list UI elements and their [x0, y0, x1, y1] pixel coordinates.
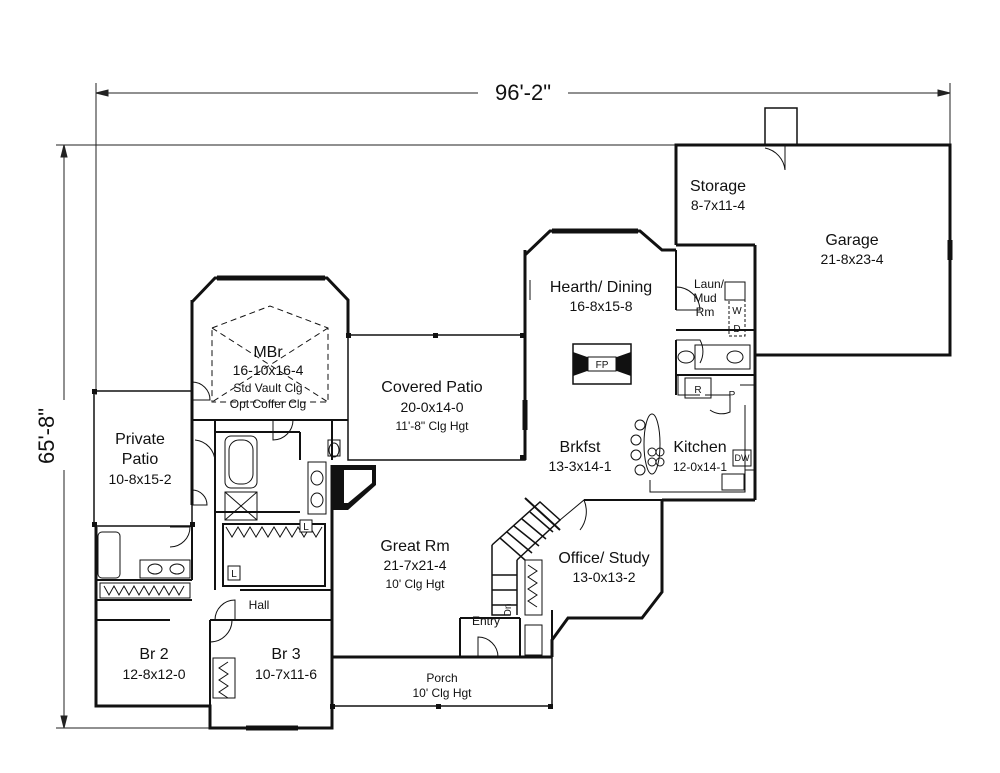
entry-name: Entry: [472, 614, 500, 628]
linen-closet-2: [227, 565, 241, 581]
stair-down-label: Dn: [503, 604, 514, 617]
linen-label-1: L: [303, 522, 309, 533]
windows: [217, 228, 953, 731]
laundry-name-2: Mud: [693, 291, 716, 305]
laundry-name-3: Rm: [696, 305, 715, 319]
hearth-dining-size: 16-8x15-8: [569, 298, 632, 314]
pantry-label: P: [729, 390, 736, 401]
office-size: 13-0x13-2: [572, 569, 635, 585]
great-rm-size: 21-7x21-4: [383, 557, 446, 573]
kitchen-counters: [630, 375, 755, 493]
great-rm-note: 10' Clg Hgt: [386, 577, 446, 591]
private-patio-size: 10-8x15-2: [108, 471, 171, 487]
interior-walls: [96, 250, 755, 706]
fireplace-label: FP: [596, 360, 609, 371]
private-patio-name-2: Patio: [122, 451, 159, 468]
kitchen-size: 12-0x14-1: [673, 460, 727, 474]
mbr-note-2: Opt Coffer Clg: [230, 397, 306, 411]
laundry-name-1: Laun/: [694, 277, 725, 291]
br2-size: 12-8x12-0: [122, 666, 185, 682]
storage-size: 8-7x11-4: [691, 197, 745, 213]
hall-name: Hall: [249, 598, 270, 612]
doors: [169, 145, 786, 658]
vault-ceiling-lines: [211, 305, 329, 403]
refrigerator-label: R: [694, 385, 701, 396]
garage-name: Garage: [825, 232, 878, 249]
dimension-lines: [56, 83, 951, 729]
linen-label-2: L: [231, 569, 237, 580]
garage-size: 21-8x23-4: [820, 251, 883, 267]
brkfst-name: Brkfst: [560, 439, 601, 456]
br2-name: Br 2: [139, 646, 168, 663]
overall-width-label: 96'-2": [495, 80, 551, 105]
linen-closet-1: [299, 519, 313, 533]
closets: [99, 523, 543, 699]
covered-patio-note: 11'-8" Clg Hgt: [395, 419, 469, 433]
brkfst-size: 13-3x14-1: [548, 458, 611, 474]
porch-note: 10' Clg Hgt: [413, 686, 473, 700]
porch-name: Porch: [426, 671, 457, 685]
mbr-size: 16-10x16-4: [233, 362, 304, 378]
washer-dryer-box: [728, 299, 746, 337]
porch-edge: [332, 657, 553, 707]
br3-name: Br 3: [271, 646, 300, 663]
covered-patio-name: Covered Patio: [381, 379, 482, 396]
great-rm-name: Great Rm: [380, 538, 449, 555]
covered-patio-size: 20-0x14-0: [400, 399, 463, 415]
closet-hatch: [103, 526, 538, 699]
mbr-name: MBr: [253, 344, 283, 361]
storage-name: Storage: [690, 178, 746, 195]
room-labels: Storage 8-7x11-4 Garage 21-8x23-4 Hearth…: [108, 178, 883, 700]
dishwasher-label: DW: [735, 453, 750, 463]
overall-depth-label: 65'-8": [34, 408, 59, 464]
mbr-note-1: Std Vault Clg: [233, 381, 302, 395]
exterior-walls: [93, 107, 952, 730]
dryer-label: D: [733, 324, 740, 335]
br3-size: 10-7x11-6: [255, 666, 317, 682]
washer-label: W: [732, 306, 742, 317]
private-patio-name-1: Private: [115, 431, 165, 448]
stairs: [491, 500, 562, 616]
hearth-dining-name: Hearth/ Dining: [550, 279, 652, 296]
bath-fixtures: [97, 281, 751, 579]
office-name: Office/ Study: [558, 550, 649, 567]
kitchen-name: Kitchen: [673, 439, 726, 456]
